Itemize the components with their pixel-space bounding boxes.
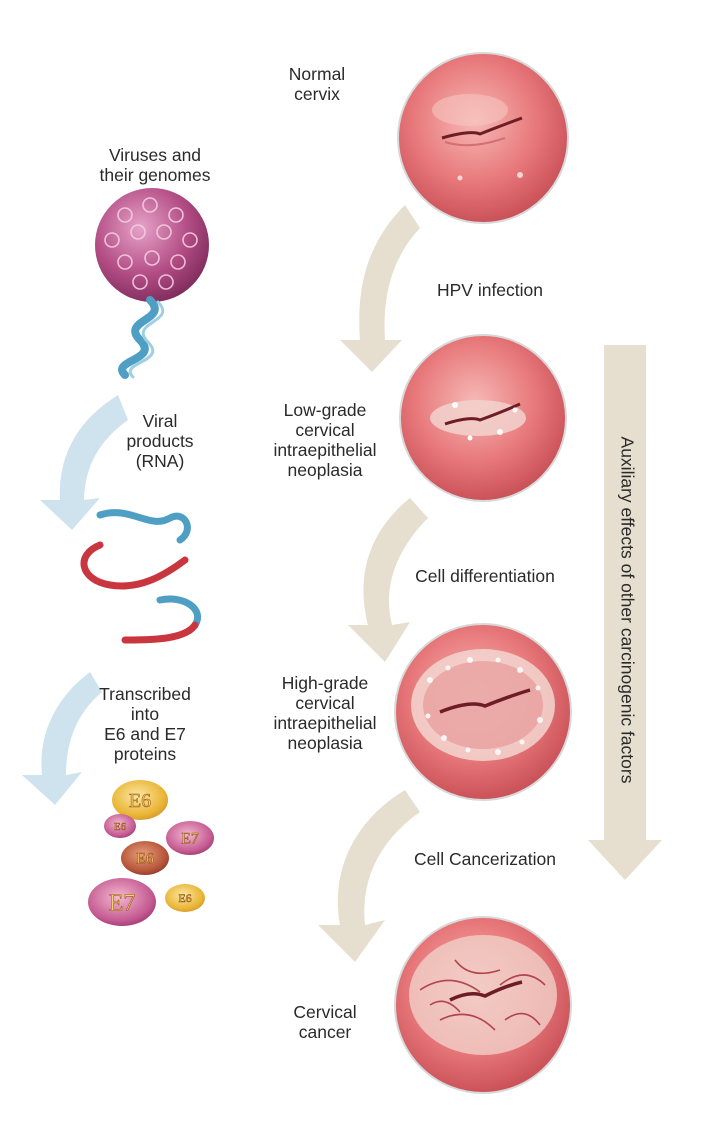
label-cell-differentiation: Cell differentiation — [415, 566, 555, 586]
protein-label: E6 — [136, 851, 154, 868]
protein-blob — [112, 780, 168, 820]
label-cervical-cancer: Cervical cancer — [293, 1002, 357, 1042]
protein-blob — [88, 878, 156, 926]
protein-label: E7 — [109, 890, 136, 916]
cervix-high-grade-image — [394, 623, 572, 801]
protein-label: E7 — [181, 831, 199, 848]
label-transcribed-proteins: Transcribed into E6 and E7 proteins — [99, 684, 191, 764]
cervix-low-grade-image — [399, 334, 567, 502]
label-viral-products: Viral products (RNA) — [126, 411, 194, 471]
label-hpv-infection: HPV infection — [436, 280, 544, 300]
protein-label: E6 — [114, 821, 127, 833]
cervix-cancer-image — [394, 916, 572, 1094]
label-cell-cancerization: Cell Cancerization — [413, 849, 556, 869]
label-auxiliary-text: Auxiliary effects of other carcinogenic … — [617, 436, 638, 784]
protein-blob — [104, 814, 136, 838]
viral-genome-dna — [118, 296, 165, 379]
hpv-virus-image — [95, 188, 209, 302]
auxiliary-arrow — [588, 345, 662, 880]
protein-blob — [121, 841, 169, 875]
protein-blob — [165, 884, 205, 912]
label-normal-cervix: Normal cervix — [288, 64, 346, 104]
label-high-grade: High-grade cervical intraepithelial neop… — [273, 673, 377, 753]
label-viruses-genomes: Viruses and their genomes — [99, 145, 211, 185]
blue-arrow-1 — [40, 395, 128, 530]
cervix-normal-image — [397, 52, 569, 224]
beige-arrow-2 — [348, 498, 428, 662]
protein-label: E6 — [129, 790, 151, 812]
beige-arrow-3 — [318, 790, 420, 962]
label-low-grade: Low-grade cervical intraepithelial neopl… — [273, 400, 377, 480]
protein-label: E6 — [178, 891, 191, 905]
beige-arrow-1 — [340, 205, 420, 372]
protein-blob — [166, 821, 214, 855]
viral-rna-strands — [80, 509, 201, 644]
blue-arrow-2 — [22, 672, 102, 805]
